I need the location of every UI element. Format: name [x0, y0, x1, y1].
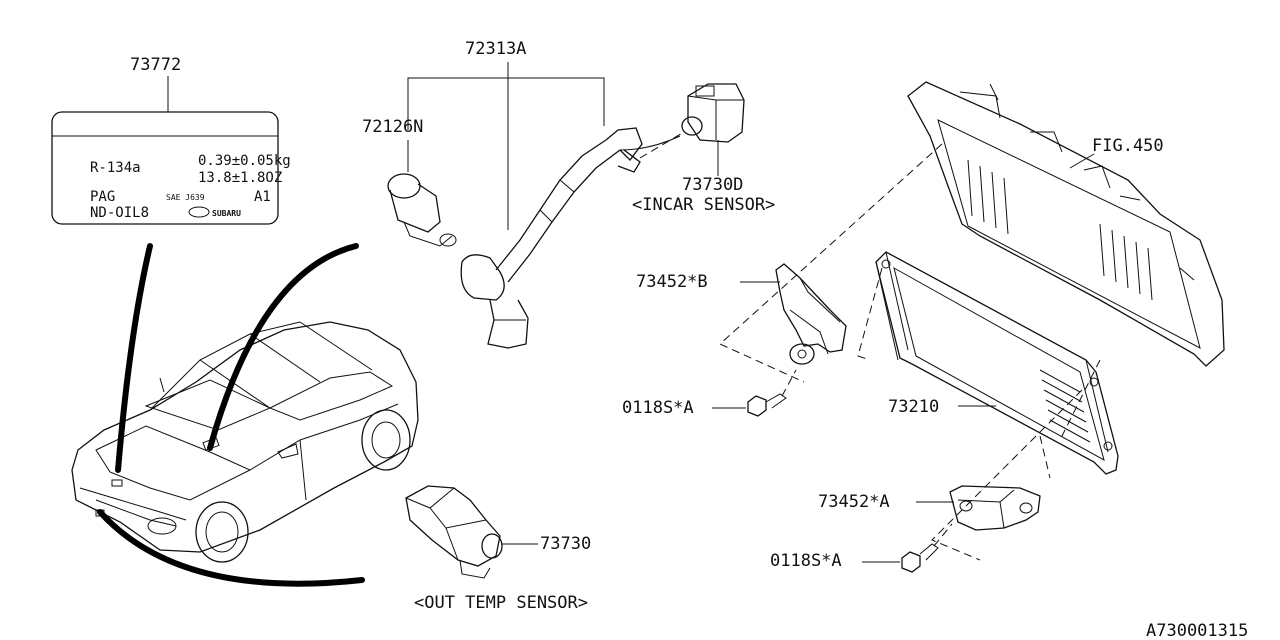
label-0118s-a-lower: 0118S*A	[770, 551, 842, 571]
label-incar-sensor: <INCAR SENSOR>	[632, 195, 775, 215]
bolt-upper	[747, 393, 787, 417]
car-illustration	[71, 321, 419, 563]
pointer-arc-incar	[207, 243, 359, 451]
pointer-arc-outtemp	[97, 509, 365, 587]
condenser	[875, 251, 1119, 475]
label-0118s-a-upper: 0118S*A	[622, 398, 694, 418]
card-brand: SUBARU	[212, 209, 241, 218]
incar-sensor	[681, 83, 745, 143]
label-73452a: 73452*A	[818, 492, 890, 512]
subaru-logo-icon	[188, 206, 210, 218]
bracket-a	[949, 485, 1041, 531]
label-out-temp-sensor: <OUT TEMP SENSOR>	[414, 593, 588, 613]
wiring-harness	[460, 127, 681, 349]
bracket-b	[775, 263, 847, 365]
card-oil-type: PAG	[90, 189, 115, 205]
bolt-lower	[901, 543, 939, 573]
card-charge-oz: 13.8±1.8OZ	[198, 170, 282, 186]
label-72126n: 72126N	[362, 117, 423, 137]
aspirator-sensor	[387, 173, 457, 247]
label-fig450: FIG.450	[1092, 136, 1164, 156]
radiator	[907, 81, 1225, 367]
card-standard: SAE J639	[166, 193, 205, 202]
card-oil-name: ND-OIL8	[90, 205, 149, 221]
label-73730: 73730	[540, 534, 591, 554]
label-72313a: 72313A	[465, 39, 526, 59]
card-charge-kg: 0.39±0.05kg	[198, 153, 291, 169]
card-class: A1	[254, 189, 271, 205]
pointer-arc-label	[115, 243, 153, 473]
out-temp-sensor	[405, 485, 503, 579]
ac-label-card: R-134a 0.39±0.05kg 13.8±1.8OZ PAG SAE J6…	[51, 111, 291, 225]
label-73730d: 73730D	[682, 175, 743, 195]
label-73772: 73772	[130, 55, 181, 75]
label-73210: 73210	[888, 397, 939, 417]
card-refrigerant: R-134a	[90, 160, 141, 176]
diagram-id: A730001315	[1146, 621, 1248, 640]
label-73452b: 73452*B	[636, 272, 708, 292]
